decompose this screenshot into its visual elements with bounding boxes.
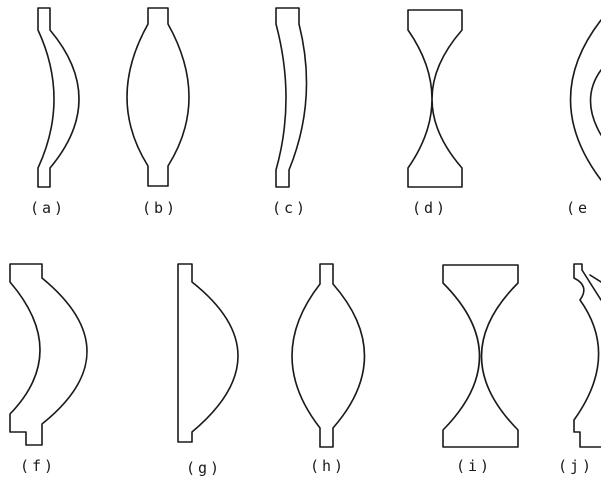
- lens-c: [276, 8, 307, 187]
- lens-e-inner: [591, 70, 601, 135]
- lens-a: [38, 8, 79, 187]
- lens-j-outline: [574, 264, 601, 447]
- caption-b: (b): [142, 199, 178, 217]
- lens-e-outer: [571, 20, 601, 180]
- caption-i: (i): [456, 457, 492, 475]
- lens-f-outline: [10, 264, 87, 445]
- lens-h-outline: [292, 264, 365, 447]
- lens-c-outline: [276, 8, 307, 187]
- caption-a: (a): [30, 199, 66, 217]
- lens-d-outline: [408, 10, 462, 187]
- lens-j-inner: [590, 275, 601, 282]
- caption-e: (e: [566, 199, 590, 217]
- lens-d: [408, 10, 462, 187]
- lens-g: [178, 264, 238, 442]
- caption-j: (j): [558, 457, 594, 475]
- lens-i: [443, 265, 518, 447]
- caption-g: (g): [186, 459, 222, 477]
- lens-e: [571, 20, 601, 180]
- lens-a-outline: [38, 8, 79, 187]
- caption-d: (d): [412, 199, 448, 217]
- lens-g-outline: [178, 264, 238, 442]
- caption-f: (f): [20, 457, 56, 475]
- lens-b-outline: [127, 8, 189, 186]
- caption-h: (h): [310, 457, 346, 475]
- lens-f: [10, 264, 87, 445]
- caption-c: (c): [272, 199, 308, 217]
- lens-j: [574, 264, 601, 447]
- lens-b: [127, 8, 189, 186]
- lens-h: [292, 264, 365, 447]
- lens-i-outline: [443, 265, 518, 447]
